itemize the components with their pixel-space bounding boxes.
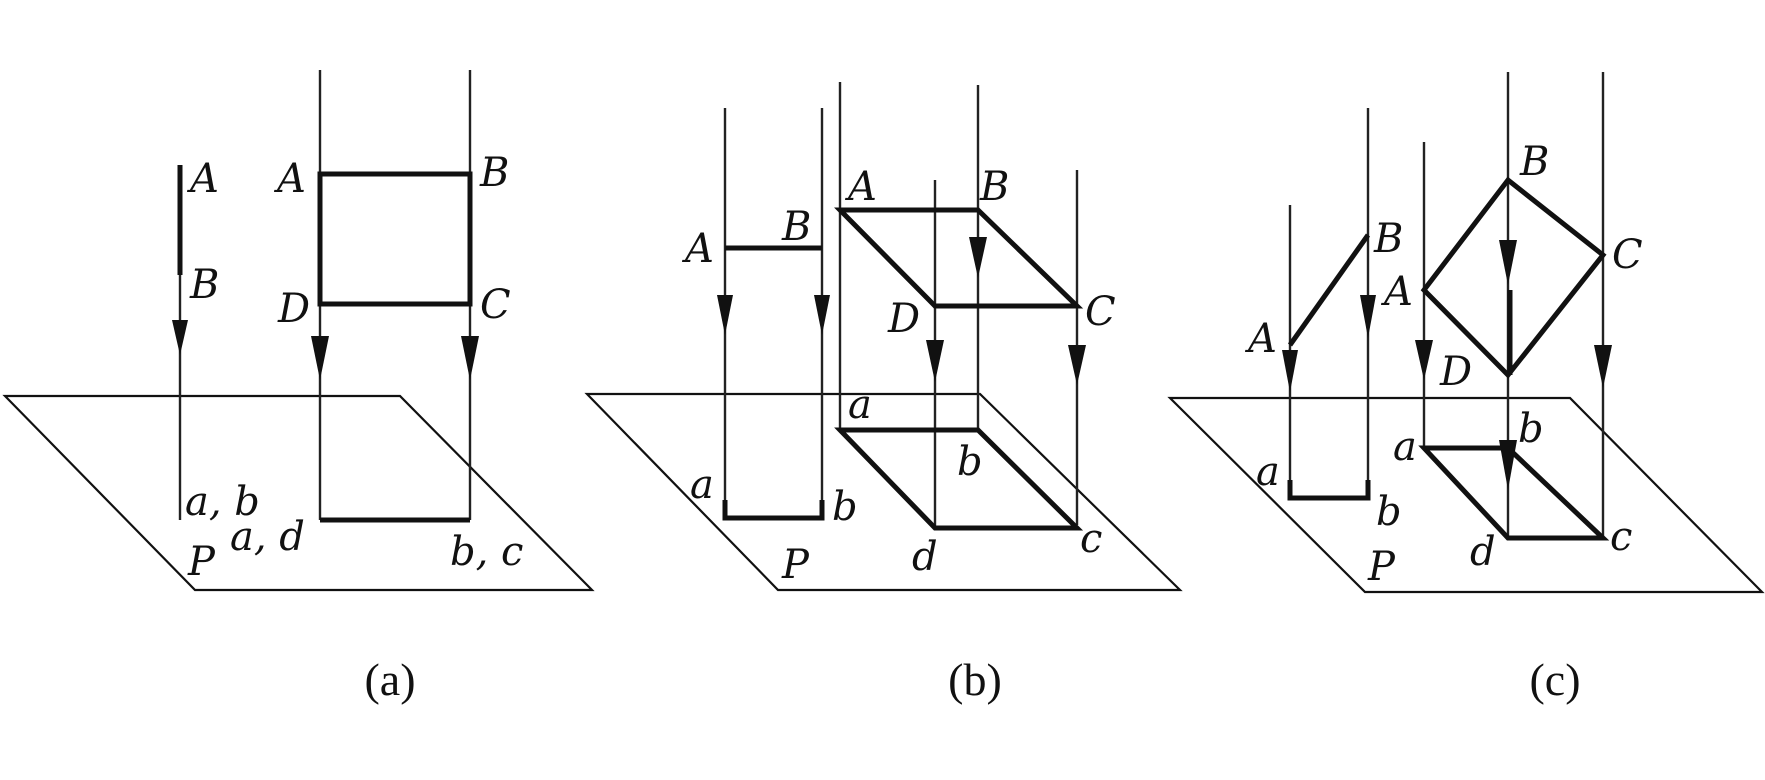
segment-ab-c bbox=[1287, 233, 1371, 347]
label-ad: a, d bbox=[230, 514, 305, 560]
arrow-icon bbox=[1360, 295, 1376, 338]
arrow-icon bbox=[814, 295, 830, 335]
arrow-icon bbox=[1068, 345, 1086, 385]
projection-ab-b bbox=[722, 500, 825, 521]
label-B1: B bbox=[1373, 216, 1403, 262]
label-A: A bbox=[273, 156, 306, 202]
panel-c: A B a b A B C D a b c d P (c) bbox=[1167, 72, 1765, 705]
label-B-single: B bbox=[189, 262, 219, 308]
label-C: C bbox=[1612, 232, 1643, 278]
label-plane-P: P bbox=[1367, 544, 1396, 590]
caption-a: (a) bbox=[364, 654, 415, 705]
label-B: B bbox=[979, 164, 1009, 210]
label-bc: b, c bbox=[450, 529, 523, 575]
label-plane-P: P bbox=[781, 542, 810, 588]
square-abcd-a bbox=[317, 171, 473, 307]
arrow-icon bbox=[926, 340, 944, 382]
label-B: B bbox=[1519, 139, 1549, 185]
arrow-icon bbox=[311, 336, 329, 380]
arrow-icon bbox=[461, 336, 479, 380]
arrow-icon bbox=[172, 320, 188, 355]
label-a1: a bbox=[1256, 449, 1280, 495]
label-a1: a bbox=[690, 462, 714, 508]
arrow-icon bbox=[1415, 340, 1433, 380]
parallelogram-abcd-b bbox=[834, 207, 1084, 309]
label-D: D bbox=[887, 296, 920, 342]
label-b: b bbox=[957, 439, 983, 485]
label-B: B bbox=[479, 150, 509, 196]
label-b1: b bbox=[832, 484, 858, 530]
projection-plane-b bbox=[584, 392, 1183, 592]
projection-plane-c bbox=[1167, 396, 1765, 594]
panel-a: A B a, b A B C D a, d b, c P (a) bbox=[2, 70, 595, 705]
label-b: b bbox=[1518, 406, 1544, 452]
arrow-icon bbox=[1594, 345, 1612, 388]
projection-ab-c bbox=[1287, 480, 1371, 501]
label-a: a bbox=[1393, 424, 1417, 470]
label-plane-P: P bbox=[187, 539, 216, 585]
label-c: c bbox=[1610, 514, 1632, 560]
caption-b: (b) bbox=[948, 654, 1002, 705]
label-ab: a, b bbox=[185, 479, 260, 525]
label-a: a bbox=[848, 382, 872, 428]
arrow-icon bbox=[1499, 240, 1517, 285]
label-A-single: A bbox=[186, 156, 219, 202]
label-D: D bbox=[1439, 349, 1472, 395]
label-C: C bbox=[1085, 289, 1116, 335]
label-d: d bbox=[1470, 529, 1496, 575]
label-B1: B bbox=[781, 204, 811, 250]
label-c: c bbox=[1080, 516, 1102, 562]
label-A1: A bbox=[1244, 316, 1277, 362]
label-A: A bbox=[844, 164, 877, 210]
label-b1: b bbox=[1376, 489, 1402, 535]
arrow-icon bbox=[717, 295, 733, 335]
arrow-icon bbox=[1282, 350, 1298, 392]
label-d: d bbox=[912, 534, 938, 580]
label-C: C bbox=[480, 282, 511, 328]
panel-b: A B a b A B C D a b c d P (b) bbox=[584, 82, 1183, 705]
projection-plane-a bbox=[2, 394, 595, 592]
square-abcd-c bbox=[1420, 176, 1607, 379]
label-D: D bbox=[277, 286, 310, 332]
projection-abcd-b bbox=[834, 427, 1084, 531]
caption-c: (c) bbox=[1529, 654, 1580, 705]
label-A1: A bbox=[681, 226, 714, 272]
arrow-icon bbox=[969, 237, 987, 278]
projection-abcd-c bbox=[1418, 445, 1610, 541]
label-A: A bbox=[1380, 269, 1413, 315]
